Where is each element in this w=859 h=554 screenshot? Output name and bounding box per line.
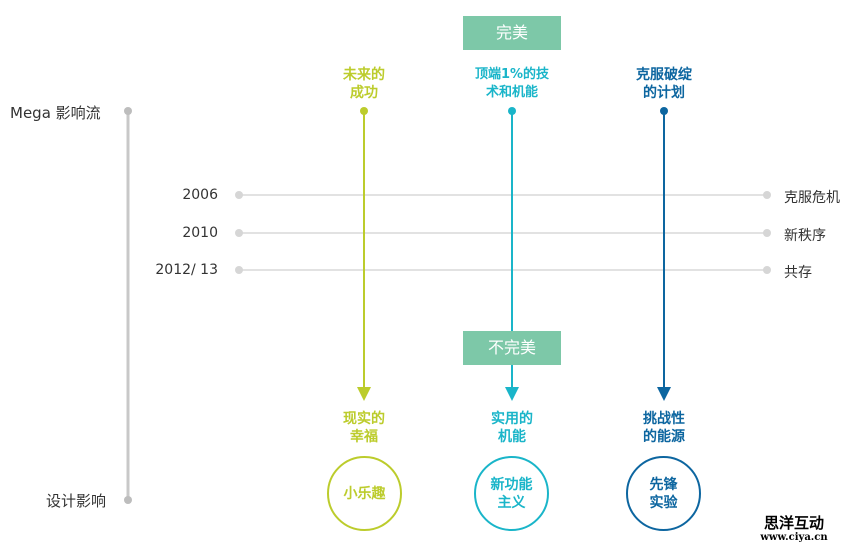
circle-new-functionalism: 新功能主义 [474,456,549,531]
timeline-line-2012 [235,266,771,274]
perfect-box: 完美 [463,16,561,50]
timeline-label: 共存 [784,265,812,281]
axis-top-label: Mega 影响流 [10,104,101,122]
axis-bottom-dot [124,496,132,504]
timeline-label: 新秩序 [784,228,826,244]
top-label-cyan: 顶端1%的技术和机能 [474,67,550,100]
arrow-green [357,107,371,401]
timeline-year: 2010 [182,225,218,241]
imperfect-box: 不完美 [463,331,561,365]
arrow-blue [657,107,671,401]
timeline-label: 克服危机 [784,190,840,206]
top-label-blue: 克服破绽的计划 [636,67,692,101]
watermark: 思洋互动 www.ciya.cn [748,515,840,544]
timeline-line-2006 [235,191,771,199]
bottom-label-blue: 挑战性的能源 [643,411,685,445]
bottom-label-green: 现实的幸福 [343,411,385,445]
watermark-title: 思洋互动 [763,514,824,532]
timeline-year: 2012/ 13 [155,262,218,278]
watermark-url: www.ciya.cn [760,532,828,543]
bottom-label-cyan: 实用的机能 [491,411,533,445]
top-label-green: 未来的成功 [343,67,385,101]
circle-pioneer-experiment: 先锋实验 [626,456,701,531]
axis-bottom-label: 设计影响 [46,492,107,510]
circle-small-joy: 小乐趣 [327,456,402,531]
axis-top-dot [124,107,132,115]
timeline-line-2010 [235,229,771,237]
timeline-year: 2006 [182,187,218,203]
